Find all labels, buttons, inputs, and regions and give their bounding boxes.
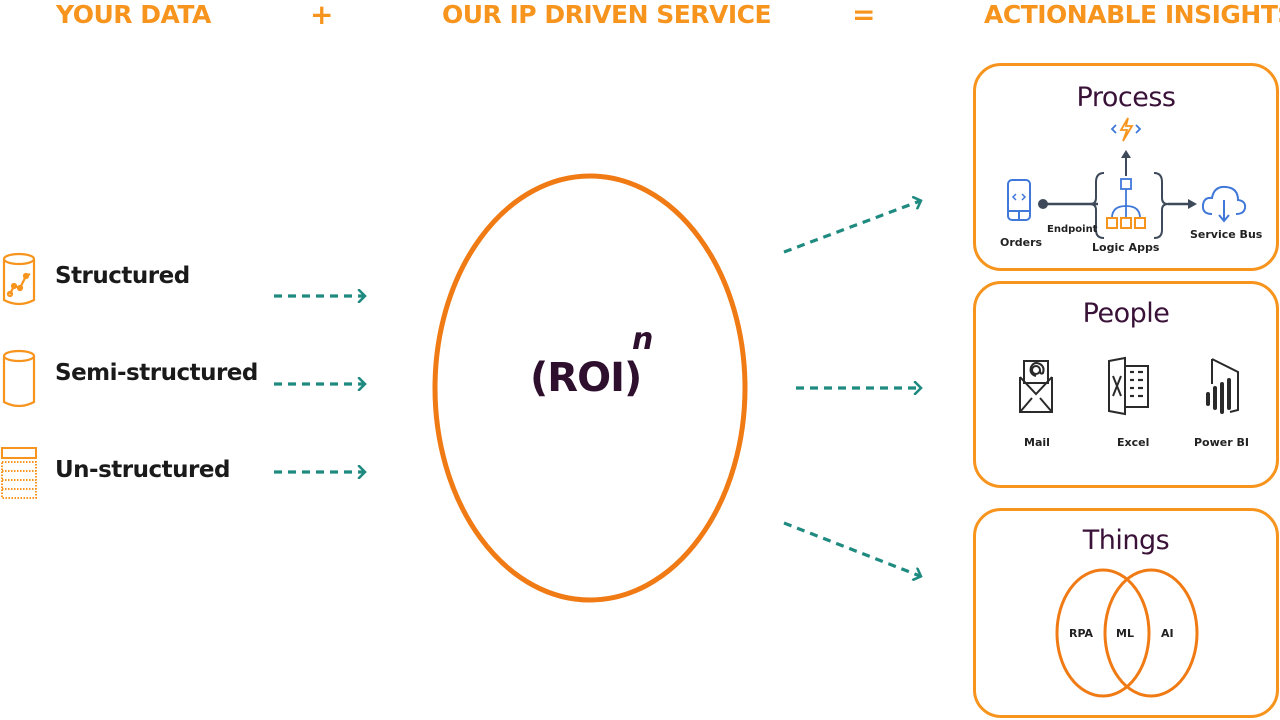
mail-label: Mail <box>1024 436 1050 449</box>
card-title: Things <box>1082 525 1170 556</box>
phone-orders-icon <box>1007 179 1031 221</box>
card-process: Process <box>973 63 1279 271</box>
card-things: Things RPA ML AI <box>973 508 1279 718</box>
power-bi-icon <box>1206 358 1239 414</box>
logic-apps-label: Logic Apps <box>1092 241 1160 254</box>
database-chart-icon <box>2 252 36 306</box>
card-title: Process <box>1076 82 1176 113</box>
process-flow-diagram <box>1007 117 1247 239</box>
header-ip-driven-service: OUR IP DRIVEN SERVICE <box>442 0 772 29</box>
header-your-data: YOUR DATA <box>56 0 211 29</box>
table-dotted-icon <box>1 447 37 499</box>
orders-label: Orders <box>1000 236 1043 249</box>
card-people: People <box>973 281 1279 488</box>
arrow-to-process <box>783 201 920 254</box>
venn-label-ml: ML <box>1116 627 1134 640</box>
excel-label: Excel <box>1117 436 1150 449</box>
plus-sign: + <box>310 0 333 31</box>
card-title: People <box>1082 298 1170 329</box>
source-label: Un-structured <box>55 457 230 483</box>
service-bus-cloud-icon <box>1201 185 1247 223</box>
arrow-to-things <box>783 521 920 576</box>
roi-label: (ROI) <box>530 355 642 401</box>
venn-circle-right <box>1103 568 1199 698</box>
mail-icon <box>1019 360 1053 413</box>
venn-circle-left <box>1055 568 1151 698</box>
excel-icon <box>1108 356 1149 416</box>
service-bus-label: Service Bus <box>1190 228 1263 241</box>
power-bi-label: Power BI <box>1194 436 1249 449</box>
equals-sign: = <box>852 0 875 31</box>
source-label: Semi-structured <box>55 360 258 386</box>
header-actionable-insights: ACTIONABLE INSIGHTS <box>984 0 1280 29</box>
venn-label-rpa: RPA <box>1069 627 1094 640</box>
roi-exponent: n <box>632 322 654 357</box>
source-label: Structured <box>55 263 190 289</box>
logic-apps-icon <box>1106 178 1146 229</box>
venn-label-ai: AI <box>1161 627 1174 640</box>
database-icon <box>2 349 36 407</box>
endpoint-label: Endpoint <box>1047 224 1098 235</box>
azure-function-icon <box>1110 117 1142 142</box>
